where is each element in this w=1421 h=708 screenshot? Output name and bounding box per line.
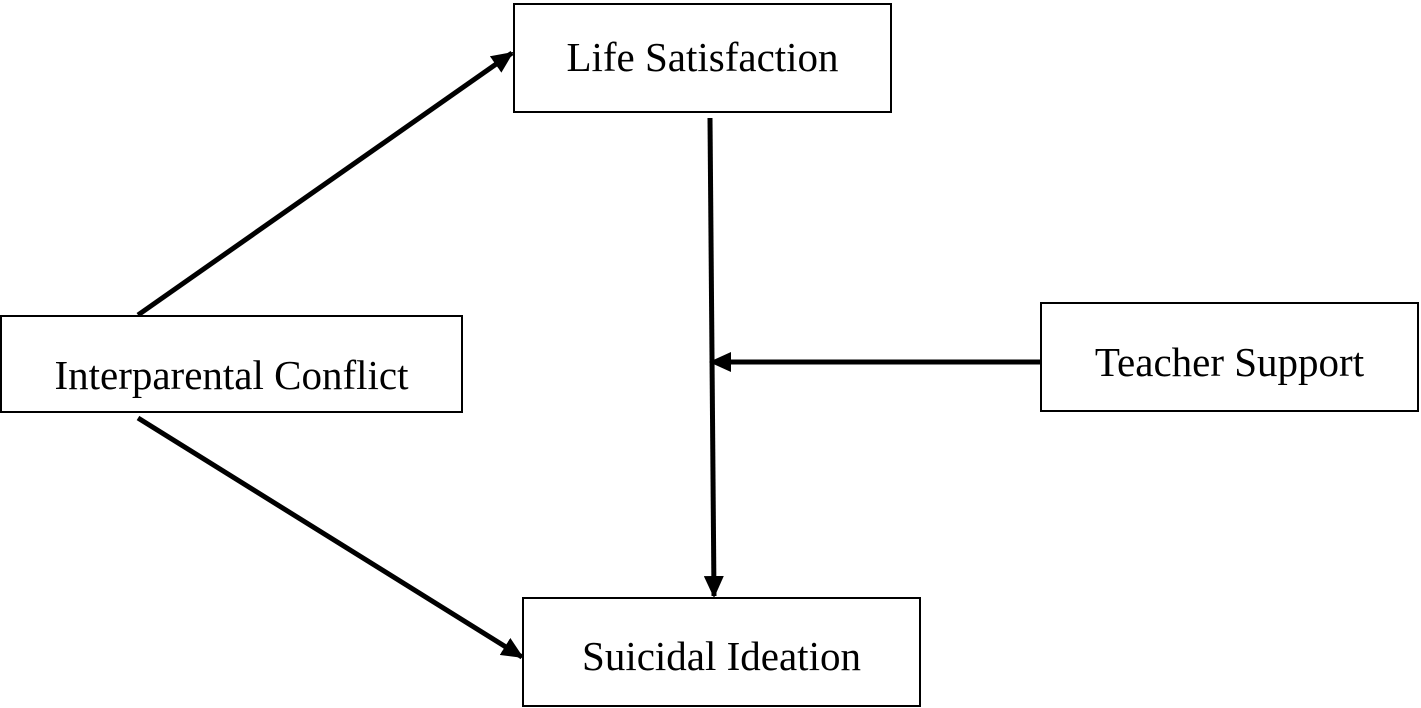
node-label-teacher-support: Teacher Support [1094, 338, 1365, 385]
node-label-life-satisfaction: Life Satisfaction [566, 33, 839, 80]
node-interparental-conflict: Interparental Conflict [0, 315, 463, 413]
arrow-conflict-to-life-satisfaction [136, 50, 514, 318]
node-label-interparental-conflict: Interparental Conflict [54, 351, 409, 398]
arrow-conflict-to-suicidal-ideation [136, 415, 524, 660]
node-suicidal-ideation: Suicidal Ideation [522, 597, 921, 707]
node-life-satisfaction: Life Satisfaction [513, 3, 892, 113]
arrow-life-satisfaction-to-suicidal-ideation [703, 117, 724, 598]
node-label-suicidal-ideation: Suicidal Ideation [582, 632, 861, 679]
node-teacher-support: Teacher Support [1040, 302, 1419, 412]
